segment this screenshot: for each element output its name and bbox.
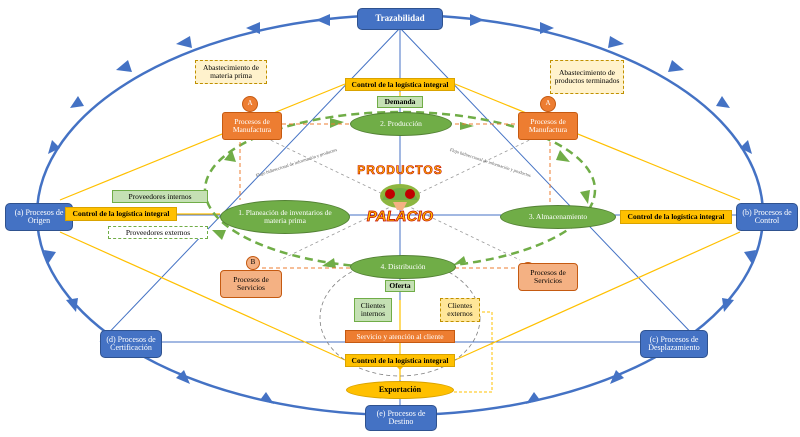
badge-a-right: A	[540, 96, 556, 112]
control-bottom: Control de la logística integral	[345, 354, 455, 367]
clientes-externos: Clientes externos	[440, 298, 480, 322]
trazabilidad-box: Trazabilidad	[357, 8, 443, 30]
servicio-atencion: Servicio y atención al cliente	[345, 330, 455, 343]
servicios-left: Procesos de Servicios	[220, 270, 282, 298]
control-right: Control de la logística integral	[620, 210, 732, 224]
badge-a-left: A	[242, 96, 258, 112]
external-clients-connector	[420, 311, 493, 393]
control-top: Control de la logística integral	[345, 78, 455, 91]
exportacion-ellipse: Exportación	[346, 381, 454, 399]
orange-dashed-connectors	[239, 123, 551, 269]
logo-bottom-text: PALACIO	[366, 208, 434, 226]
control-left: Control de la logística integral	[65, 207, 177, 221]
node-control: (b) Procesos de Control	[736, 203, 798, 231]
node-origen: (a) Procesos de Origen	[5, 203, 73, 231]
proveedores-externos: Proveedores externos	[108, 226, 208, 239]
clients-circle	[319, 259, 481, 377]
stage-planeacion: 1. Planeación de inventarios de materia …	[220, 200, 350, 234]
demanda-label: Demanda	[377, 96, 423, 108]
logo-graphic	[380, 184, 420, 210]
stage-distribucion: 4. Distribución	[350, 255, 456, 279]
note-abastecimiento-mp: Abastecimiento de materia prima	[195, 60, 267, 84]
stage-almacenamiento: 3. Almacenamiento	[500, 205, 616, 229]
note-abastecimiento-pt: Abastecimiento de productos terminados	[550, 60, 624, 94]
clientes-internos: Clientes internos	[354, 298, 392, 322]
node-certificacion: (d) Procesos de Certificación	[100, 330, 162, 358]
productos-palacio-logo: PRODUCTOS PALACIO	[357, 160, 443, 230]
node-desplazamiento: (c) Procesos de Desplazamiento	[640, 330, 708, 358]
manufactura-left: Procesos de Manufactura	[222, 112, 282, 140]
stage-produccion: 2. Producción	[350, 112, 452, 136]
oferta-label: Oferta	[385, 280, 415, 292]
node-destino: (e) Procesos de Destino	[365, 405, 437, 431]
badge-b-left: B	[246, 256, 260, 270]
proveedores-internos: Proveedores internos	[112, 190, 208, 203]
servicios-right: Procesos de Servicios	[518, 263, 578, 291]
logo-top-text: PRODUCTOS	[357, 163, 443, 178]
manufactura-right: Procesos de Manufactura	[518, 112, 578, 140]
